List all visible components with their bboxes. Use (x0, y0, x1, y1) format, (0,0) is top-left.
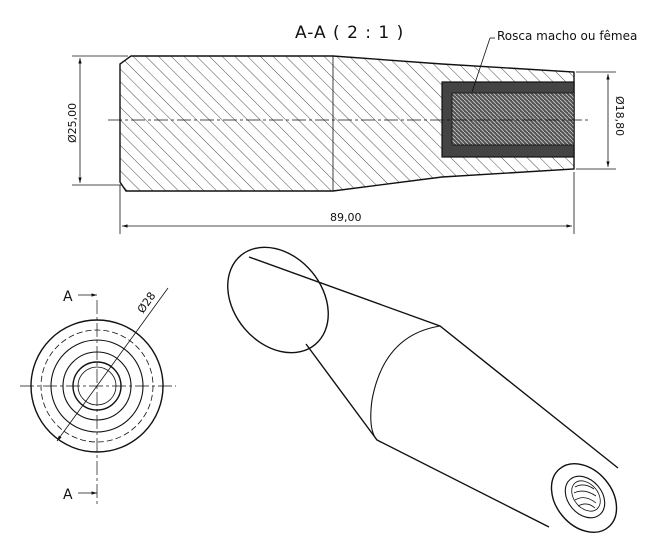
iso-front-face (550, 463, 618, 533)
iso-bore-inner (571, 480, 601, 512)
iso-thread-lines (573, 484, 597, 509)
section-title: A-A ( 2 : 1 ) (295, 23, 404, 43)
iso-silhouette (248, 256, 619, 528)
dim-right-diameter: Ø18,80 (613, 96, 626, 136)
section-label-bottom: A (63, 487, 73, 503)
thread-note: Rosca macho ou fêmea (497, 29, 637, 43)
section-label-top: A (63, 289, 73, 305)
iso-transition-edge (370, 325, 441, 441)
isometric-view (227, 246, 619, 533)
dim-length: 89,00 (330, 211, 362, 224)
dim-front-diameter: Ø28 (135, 290, 159, 316)
diameter-leader (56, 287, 169, 442)
dim-left-diameter: Ø25,00 (66, 103, 79, 143)
front-view: Ø28 A A (20, 287, 176, 505)
iso-bore-outer (564, 475, 606, 519)
section-view: A-A ( 2 : 1 ) Rosca macho ou fêmea Ø25,0… (66, 23, 637, 234)
thread-core (451, 92, 575, 146)
iso-back-cap (227, 246, 329, 354)
thread-leader (471, 37, 491, 93)
